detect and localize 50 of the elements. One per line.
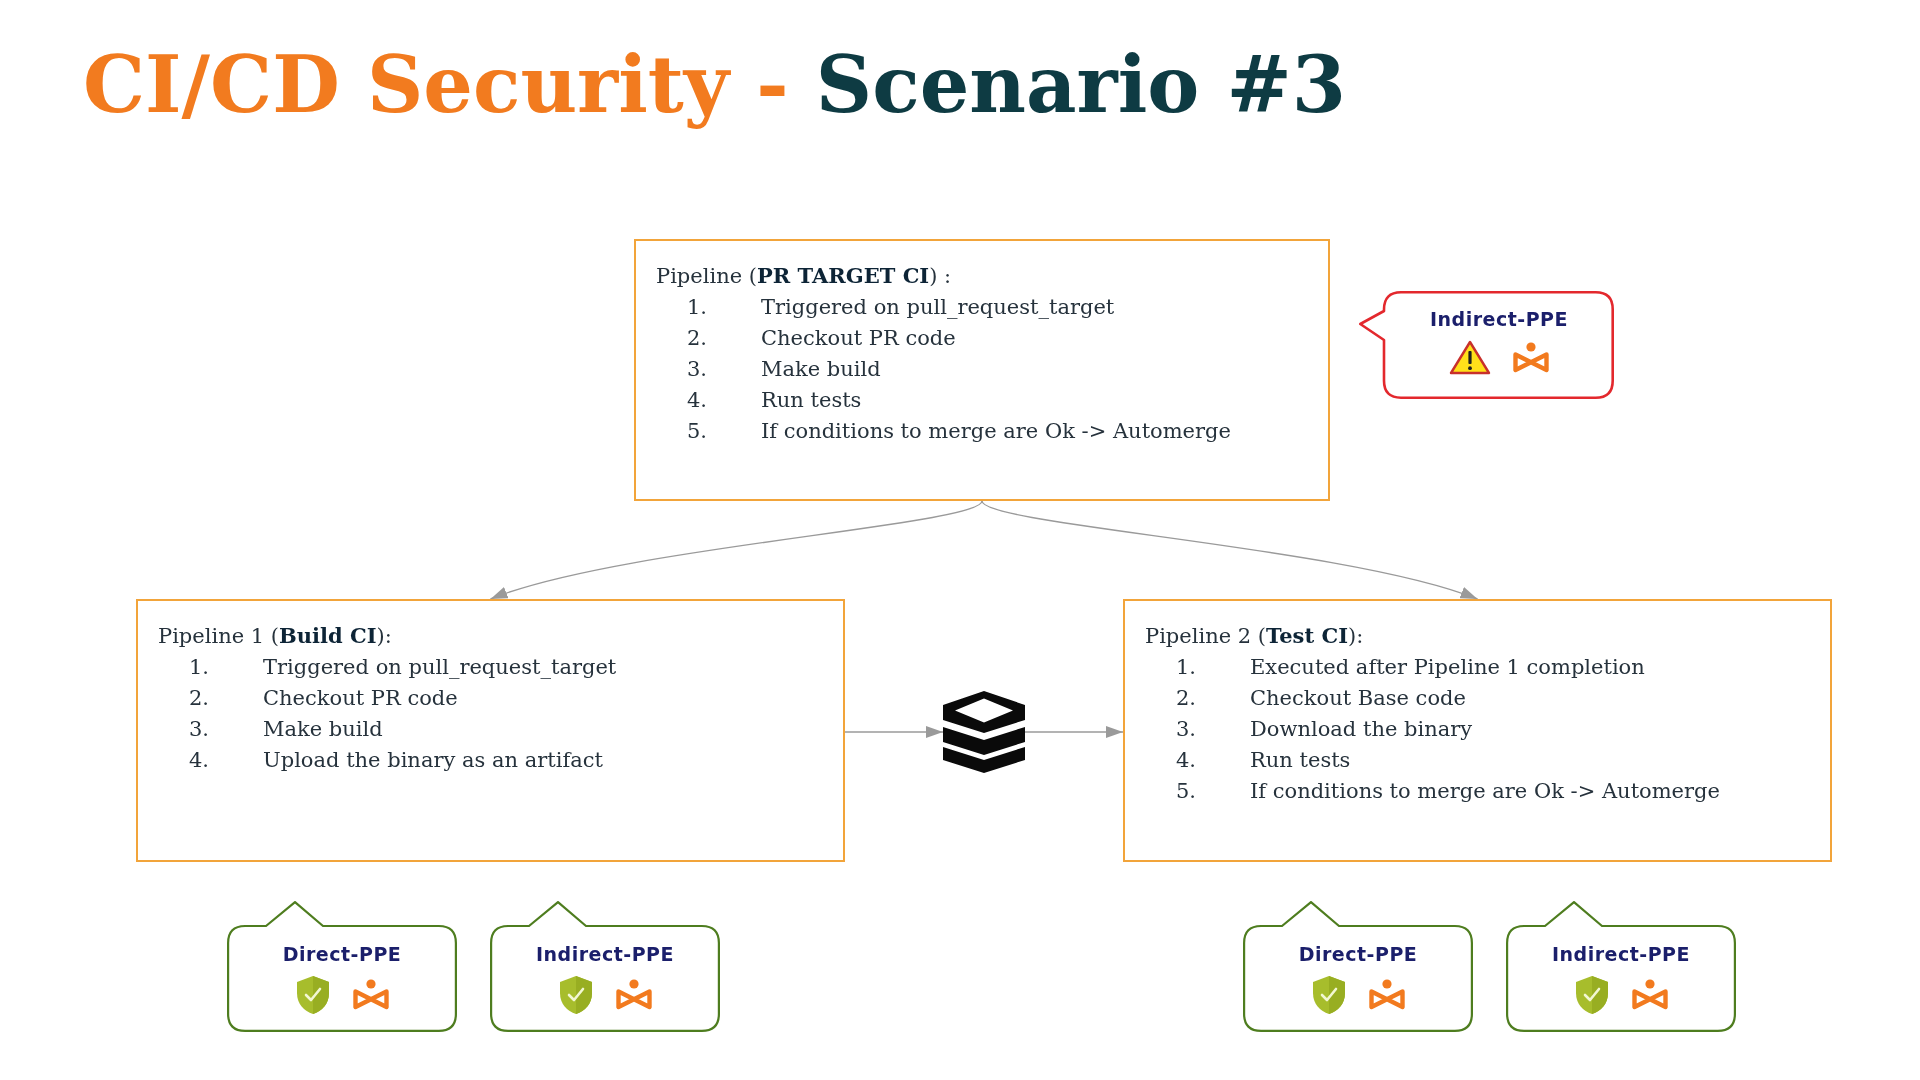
arrow bbox=[489, 500, 983, 600]
list-item: Run tests bbox=[761, 387, 862, 414]
layers-icon bbox=[943, 691, 1025, 773]
list-number: 3. bbox=[188, 716, 209, 743]
speech-bubble bbox=[1506, 901, 1736, 1032]
pipeline-box bbox=[634, 239, 1330, 501]
pipeline-box bbox=[1123, 599, 1832, 862]
list-number: 1. bbox=[686, 294, 707, 321]
list-number: 3. bbox=[686, 356, 707, 383]
list-number: 5. bbox=[686, 418, 707, 445]
bubble-label: Indirect-PPE bbox=[1430, 308, 1568, 330]
list-number: 4. bbox=[188, 747, 209, 774]
list-item: Download the binary bbox=[1250, 716, 1473, 743]
list-item: Make build bbox=[263, 716, 383, 743]
list-item: Checkout PR code bbox=[761, 325, 956, 352]
list-number: 2. bbox=[188, 685, 209, 712]
list-item: If conditions to merge are Ok -> Automerge bbox=[1250, 778, 1720, 805]
speech-bubble bbox=[1359, 291, 1614, 399]
list-item: Executed after Pipeline 1 completion bbox=[1250, 654, 1645, 681]
list-item: Make build bbox=[761, 356, 881, 383]
list-number: 5. bbox=[1175, 778, 1196, 805]
list-item: Triggered on pull_request_target bbox=[761, 294, 1115, 321]
list-item: Checkout PR code bbox=[263, 685, 458, 712]
list-number: 2. bbox=[686, 325, 707, 352]
list-number: 1. bbox=[188, 654, 209, 681]
list-number: 4. bbox=[686, 387, 707, 414]
box-heading: Pipeline (PR TARGET CI) : bbox=[656, 262, 952, 290]
box-heading: Pipeline 1 (Build CI): bbox=[158, 622, 392, 650]
bubble-label: Indirect-PPE bbox=[1552, 943, 1690, 965]
page-title: CI/CD Security - Scenario #3 bbox=[83, 42, 1347, 128]
list-number: 1. bbox=[1175, 654, 1196, 681]
pipeline-box bbox=[136, 599, 845, 862]
box-heading: Pipeline 2 (Test CI): bbox=[1145, 622, 1364, 650]
arrow bbox=[844, 726, 944, 738]
list-number: 2. bbox=[1175, 685, 1196, 712]
list-item: Triggered on pull_request_target bbox=[263, 654, 617, 681]
list-item: If conditions to merge are Ok -> Automerge bbox=[761, 418, 1231, 445]
bubble-label: Direct-PPE bbox=[1298, 943, 1418, 965]
list-item: Upload the binary as an artifact bbox=[263, 747, 603, 774]
list-item: Checkout Base code bbox=[1250, 685, 1466, 712]
list-number: 4. bbox=[1175, 747, 1196, 774]
list-item: Run tests bbox=[1250, 747, 1351, 774]
speech-bubble bbox=[1243, 901, 1473, 1032]
list-number: 3. bbox=[1175, 716, 1196, 743]
bubble-label: Indirect-PPE bbox=[536, 943, 674, 965]
arrow bbox=[981, 500, 1479, 600]
bubble-label: Direct-PPE bbox=[282, 943, 402, 965]
arrow bbox=[1024, 726, 1124, 738]
speech-bubble bbox=[490, 901, 720, 1032]
speech-bubble bbox=[227, 901, 457, 1032]
